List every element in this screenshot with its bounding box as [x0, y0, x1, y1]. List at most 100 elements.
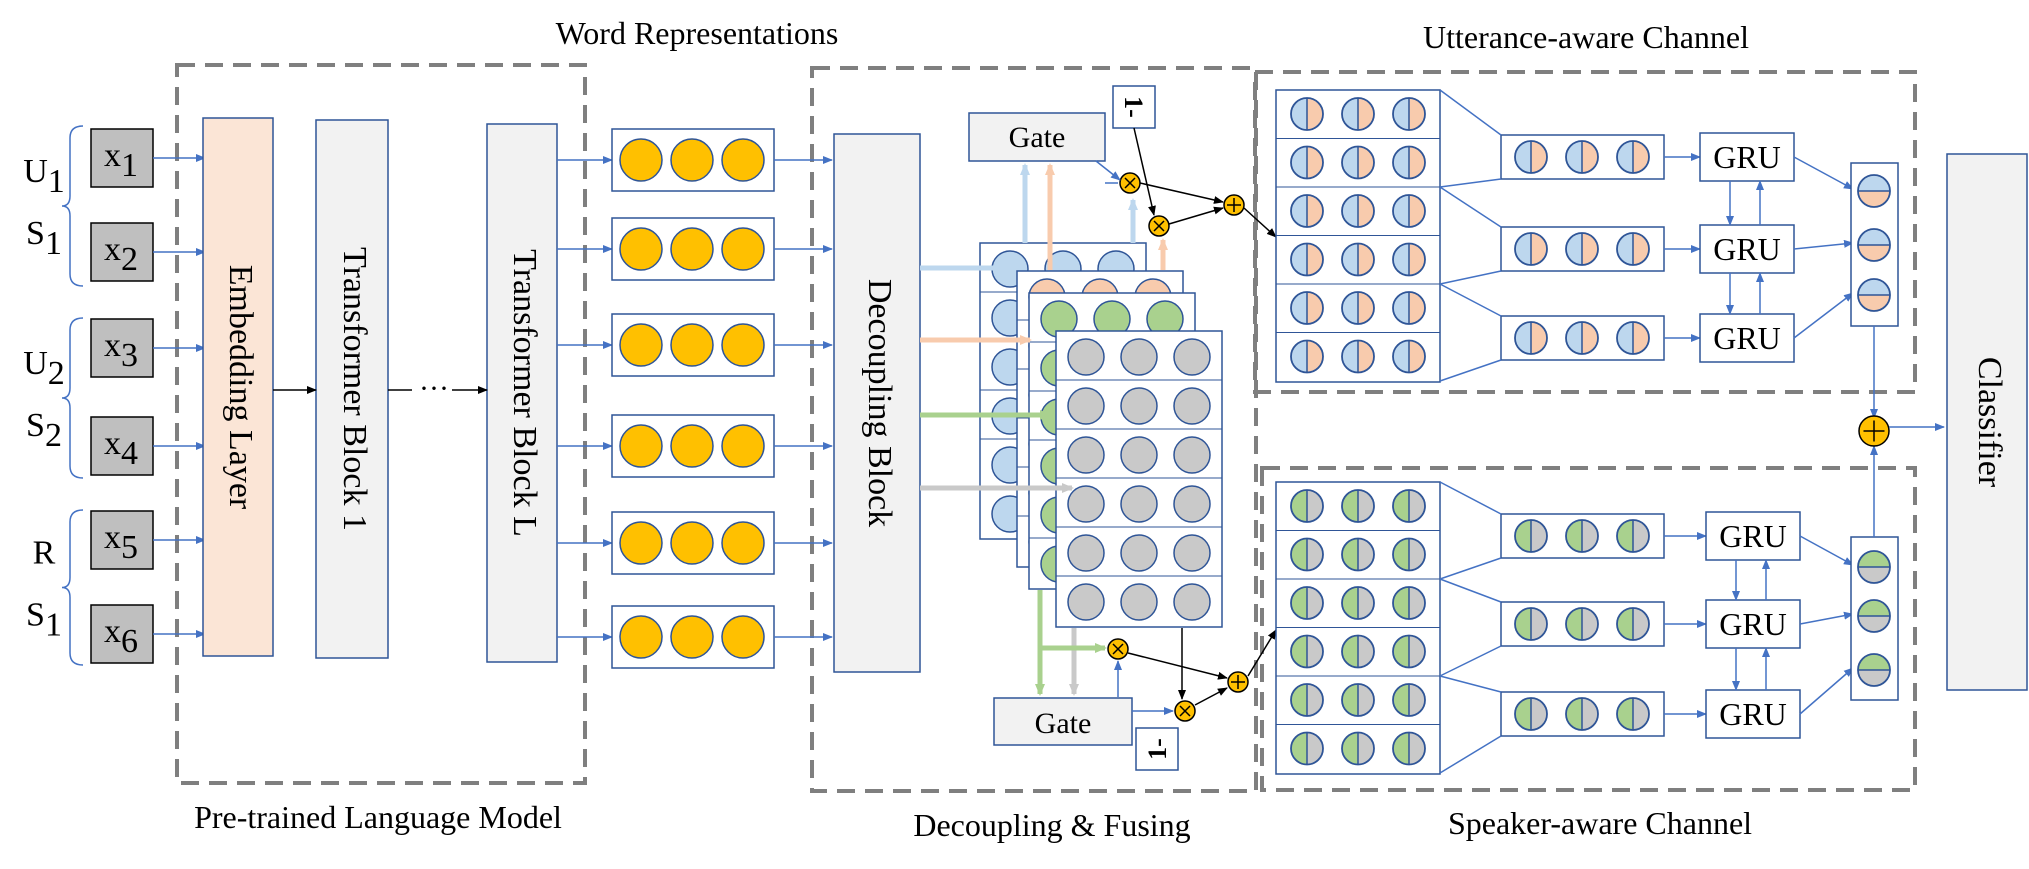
input-token-label: x1 — [104, 137, 138, 184]
pooled-half-circle — [1616, 697, 1650, 731]
matrix-half-circle — [1290, 683, 1324, 717]
bmult2-to-sum-arrow — [1194, 687, 1228, 706]
decoupling-block — [833, 133, 921, 673]
input-token-label: x6 — [104, 613, 138, 660]
bottom-sum-to-channel-arrow — [1247, 629, 1277, 677]
matrix-half-circle — [1341, 634, 1375, 669]
matrix-half-circle — [1290, 97, 1324, 131]
pooled-half-circle — [1514, 697, 1548, 731]
pooled-half-circle — [1565, 232, 1599, 266]
fan-line — [1439, 481, 1502, 515]
fan-line — [1439, 675, 1502, 693]
fan-line — [1439, 270, 1502, 285]
input-token-label: x4 — [104, 425, 138, 472]
gray-matrix — [1055, 330, 1223, 628]
plm-title: Pre-trained Language Model — [194, 799, 562, 835]
matrix-half-circle — [1392, 586, 1426, 620]
top-sum — [1223, 194, 1245, 216]
gru-label: GRU — [1719, 518, 1787, 554]
matrix-half-circle — [1290, 242, 1324, 277]
fan-line — [1439, 186, 1502, 228]
matrix-half-circle — [1392, 339, 1426, 374]
matrix-half-circle — [1341, 97, 1375, 131]
word-token-circle — [670, 521, 714, 565]
input-token-label: x2 — [104, 231, 138, 278]
word-token-circle — [721, 424, 765, 468]
bottom-multiply-1 — [1107, 638, 1129, 660]
pooled-half-circle — [1514, 321, 1548, 355]
matrix-half-circle — [1290, 537, 1324, 572]
utterance-group-box — [1253, 70, 1917, 394]
bottom-one-minus-box — [1135, 727, 1179, 771]
matrix-half-circle — [1341, 145, 1375, 180]
bottom-gate-label: Gate — [1035, 707, 1092, 740]
gru-box — [1705, 599, 1801, 649]
input-token-box — [90, 604, 154, 664]
ellipsis-label: ··· — [419, 372, 449, 405]
top-one-minus-label: 1- — [1119, 96, 1148, 118]
gru-label: GRU — [1713, 231, 1781, 267]
matrix-half-circle — [1341, 194, 1375, 228]
pooled-half-circle — [1565, 519, 1599, 553]
matrix-half-circle — [1341, 683, 1375, 717]
input-group-bottom-label: S2 — [26, 407, 62, 454]
output-half-circle — [1857, 174, 1891, 208]
transformer-block-l — [486, 123, 558, 663]
decoupling-group-box — [810, 66, 1258, 793]
word-token-circle — [721, 138, 765, 182]
matrix-half-circle — [1341, 489, 1375, 523]
matrix-half-circle — [1290, 731, 1324, 766]
pooled-half-circle — [1514, 140, 1548, 174]
classifier-label: Classifier — [1971, 357, 2008, 488]
output-half-circle — [1857, 228, 1891, 262]
input-token-box — [90, 128, 154, 188]
matrix-half-circle — [1392, 489, 1426, 523]
pooled-half-circle — [1616, 607, 1650, 641]
fan-line — [1439, 645, 1502, 677]
word-token-circle — [619, 521, 663, 565]
gru-to-output-arrow — [1799, 611, 1854, 625]
fan-line — [1439, 359, 1502, 382]
input-group-brace — [61, 509, 84, 666]
word-representations-layer — [557, 128, 833, 669]
pooled-half-circle — [1616, 321, 1650, 355]
output-half-circle — [1857, 278, 1891, 312]
matrix-half-circle — [1290, 634, 1324, 669]
group-boxes — [175, 63, 1917, 793]
output-half-circle — [1857, 550, 1891, 584]
word-token-circle — [721, 323, 765, 367]
speaker-channel-title: Speaker-aware Channel — [1448, 805, 1752, 841]
matrix-half-circle — [1392, 537, 1426, 572]
input-token-box — [90, 510, 154, 570]
pooled-half-circle — [1565, 697, 1599, 731]
transformer-block-1 — [315, 119, 389, 659]
matrix-half-circle — [1290, 194, 1324, 228]
matrix-half-circle — [1290, 489, 1324, 523]
top-gate-label: Gate — [1009, 121, 1066, 154]
matrix-half-circle — [1392, 145, 1426, 180]
matrix-half-circle — [1392, 683, 1426, 717]
matrix-half-circle — [1392, 731, 1426, 766]
matrix-half-circle — [1290, 291, 1324, 325]
fan-line — [1439, 578, 1502, 603]
gru-to-output-arrow — [1799, 535, 1854, 566]
matrix-half-circle — [1392, 242, 1426, 277]
mult2-to-sum-arrow — [1168, 206, 1224, 225]
input-group-brace — [61, 317, 84, 479]
bottom-sum — [1227, 671, 1249, 693]
matrix-half-circle — [1392, 291, 1426, 325]
pooled-half-circle — [1616, 232, 1650, 266]
pooled-half-circle — [1565, 607, 1599, 641]
gru-to-output-arrow — [1793, 239, 1854, 250]
gru-label: GRU — [1713, 139, 1781, 175]
fan-line — [1439, 89, 1502, 136]
bottom-gate-box — [993, 697, 1133, 746]
fan-line — [1439, 557, 1502, 580]
bottom-multiply-2 — [1174, 700, 1196, 722]
word-token-circle — [721, 521, 765, 565]
decoupling-block-label: Decoupling Block — [861, 279, 898, 527]
input-group-top-label: R — [33, 535, 56, 572]
